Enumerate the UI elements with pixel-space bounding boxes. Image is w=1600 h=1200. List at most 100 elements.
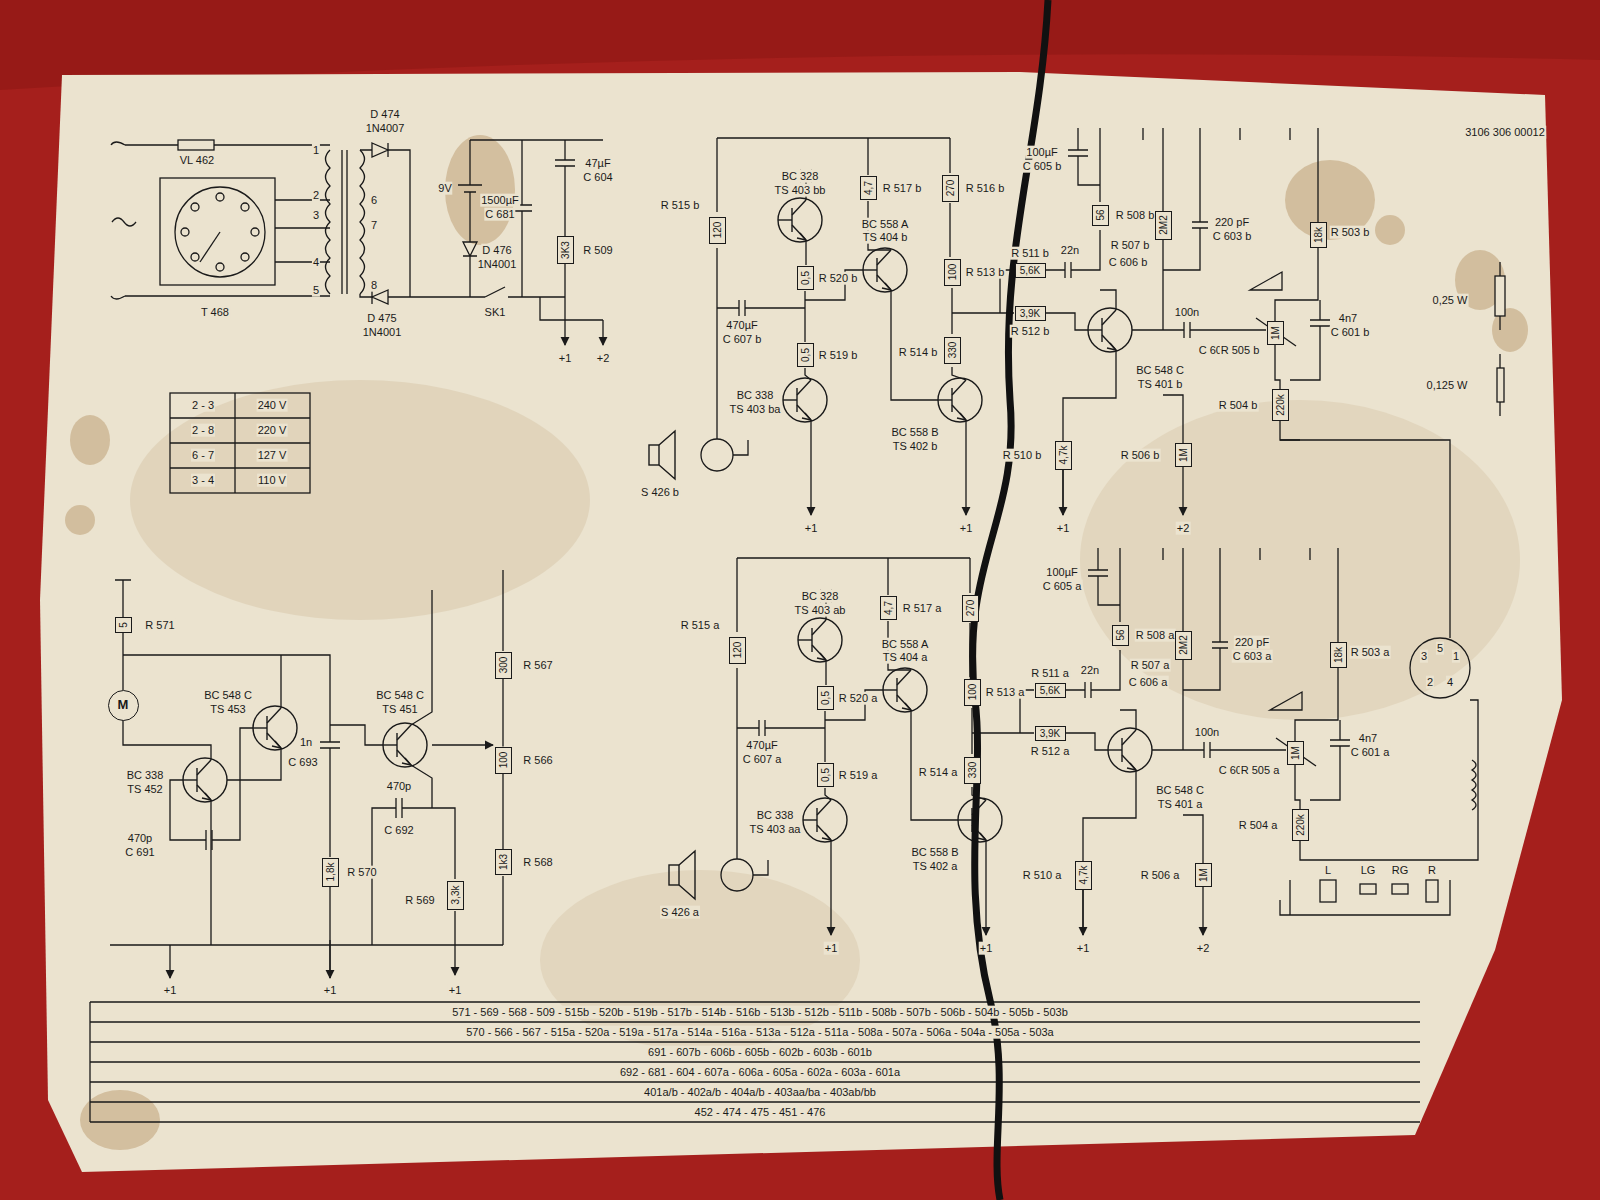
schematic-label: 5 (312, 284, 320, 297)
schematic-label: 220 pF (1214, 216, 1250, 229)
schematic-label: R 503 a (1350, 646, 1391, 659)
schematic-label: TS 403 ba (729, 403, 782, 416)
schematic-label: R 515 b (660, 199, 701, 212)
component-value: 300 (498, 657, 509, 674)
schematic-label: 1 (312, 144, 320, 157)
resistor-symbol: 300 (495, 652, 512, 679)
schematic-label: TS 404 a (882, 651, 929, 664)
schematic-label: R 508 b (1115, 209, 1156, 222)
schematic-label: BC 338 (756, 809, 795, 822)
schematic-label: +1 (979, 942, 994, 955)
schematic-label: R 506 b (1120, 449, 1161, 462)
resistor-symbol: 2M2 (1155, 211, 1172, 240)
component-value: 56 (1115, 629, 1126, 640)
schematic-label: R 567 (522, 659, 553, 672)
schematic-label: C 601 b (1330, 326, 1371, 339)
resistor-symbol: 5,6K (1015, 263, 1046, 278)
schematic-label: R 505 b (1220, 344, 1261, 357)
resistor-symbol: 1M (1287, 741, 1304, 765)
schematic-label: 240 V (257, 399, 288, 412)
schematic-label: 1N4007 (365, 122, 406, 135)
wire-connector (502, 774, 503, 850)
schematic-label: BC 548 C (203, 689, 253, 702)
schematic-label: R 504 a (1238, 819, 1279, 832)
component-value: 270 (945, 180, 956, 197)
schematic-label: R 506 a (1140, 869, 1181, 882)
component-value: 3,3k (450, 886, 461, 905)
schematic-label: BC 548 C (1155, 784, 1205, 797)
schematic-label: +1 (448, 984, 463, 997)
schematic-label: TS 403 aa (749, 823, 802, 836)
component-value: 3,9K (1020, 308, 1041, 319)
schematic-label: R 504 b (1218, 399, 1259, 412)
schematic-label: BC 558 B (890, 426, 939, 439)
schematic-label: R 503 b (1330, 226, 1371, 239)
schematic-label: 1 (1452, 650, 1460, 663)
schematic-label: C 604 (582, 171, 613, 184)
schematic-label: 2 (1426, 676, 1434, 689)
resistor-symbol: 3,9K (1035, 726, 1066, 741)
schematic-label: +2 (1196, 942, 1211, 955)
component-value: 270 (965, 600, 976, 617)
component-value: 4,7 (863, 181, 874, 195)
schematic-label: R 515 a (680, 619, 721, 632)
schematic-label: TS 403 bb (774, 184, 827, 197)
resistor-symbol: 270 (942, 175, 959, 202)
schematic-label: 470µF (745, 739, 778, 752)
schematic-label: 3106 306 00012 (1464, 126, 1546, 139)
schematic-label: C 603 b (1212, 230, 1253, 243)
component-value: 5 (118, 622, 129, 628)
schematic-label: BC 338 (126, 769, 165, 782)
schematic-label: +1 (804, 522, 819, 535)
resistor-symbol: 0,5 (817, 686, 834, 710)
schematic-label: R 516 b (965, 182, 1006, 195)
resistor-symbol: 270 (962, 595, 979, 622)
schematic-label: 470µF (725, 319, 758, 332)
resistor-symbol: 1M (1195, 863, 1212, 887)
resistor-symbol: 5 (115, 617, 132, 633)
schematic-label: 4n7 (1358, 732, 1378, 745)
schematic-label: 1500µF (480, 194, 520, 207)
schematic-label: 2 - 8 (191, 424, 215, 437)
schematic-label: VL 462 (179, 154, 215, 167)
schematic-label: +1 (959, 522, 974, 535)
schematic-label: R 568 (522, 856, 553, 869)
component-value: 120 (712, 222, 723, 239)
schematic-label: LG (1360, 864, 1377, 877)
schematic-label: 571 - 569 - 568 - 509 - 515b - 520b - 51… (451, 1006, 1069, 1019)
schematic-label: 452 - 474 - 475 - 451 - 476 (694, 1106, 827, 1119)
schematic-label: R 510 a (1022, 869, 1063, 882)
schematic-label: R 511 a (1030, 667, 1070, 680)
schematic-label: R 517 b (882, 182, 923, 195)
resistor-symbol: 1M (1267, 321, 1284, 345)
component-value: 0,5 (800, 271, 811, 285)
resistor-symbol: 2M2 (1175, 631, 1192, 660)
resistor-symbol: 0,5 (797, 343, 814, 367)
component-value: 3,9K (1040, 728, 1061, 739)
schematic-label: C 681 (484, 208, 515, 221)
component-value: 220k (1295, 814, 1306, 836)
schematic-label: D 474 (369, 108, 400, 121)
component-value: 120 (732, 642, 743, 659)
component-value: 2M2 (1158, 215, 1169, 234)
schematic-label: 7 (370, 219, 378, 232)
resistor-symbol: 0,5 (817, 763, 834, 787)
schematic-label: BC 548 C (1135, 364, 1185, 377)
component-value: 1M (1198, 868, 1209, 882)
schematic-label: TS 453 (209, 703, 246, 716)
component-value: 2M2 (1178, 635, 1189, 654)
schematic-label: R 519 a (838, 769, 879, 782)
schematic-label: +2 (596, 352, 611, 365)
schematic-label: C 606 b (1108, 256, 1149, 269)
schematic-label: C 693 (287, 756, 318, 769)
schematic-label: R 512 a (1030, 745, 1071, 758)
schematic-label: 691 - 607b - 606b - 605b - 602b - 603b -… (647, 1046, 873, 1059)
component-value: M (118, 698, 129, 712)
schematic-label: 100n (1174, 306, 1200, 319)
schematic-label: +1 (1076, 942, 1091, 955)
resistor-symbol: 56 (1092, 205, 1109, 226)
schematic-label: C 691 (124, 846, 155, 859)
schematic-label: R 508 a (1135, 629, 1176, 642)
schematic-label: R 514 a (918, 766, 959, 779)
